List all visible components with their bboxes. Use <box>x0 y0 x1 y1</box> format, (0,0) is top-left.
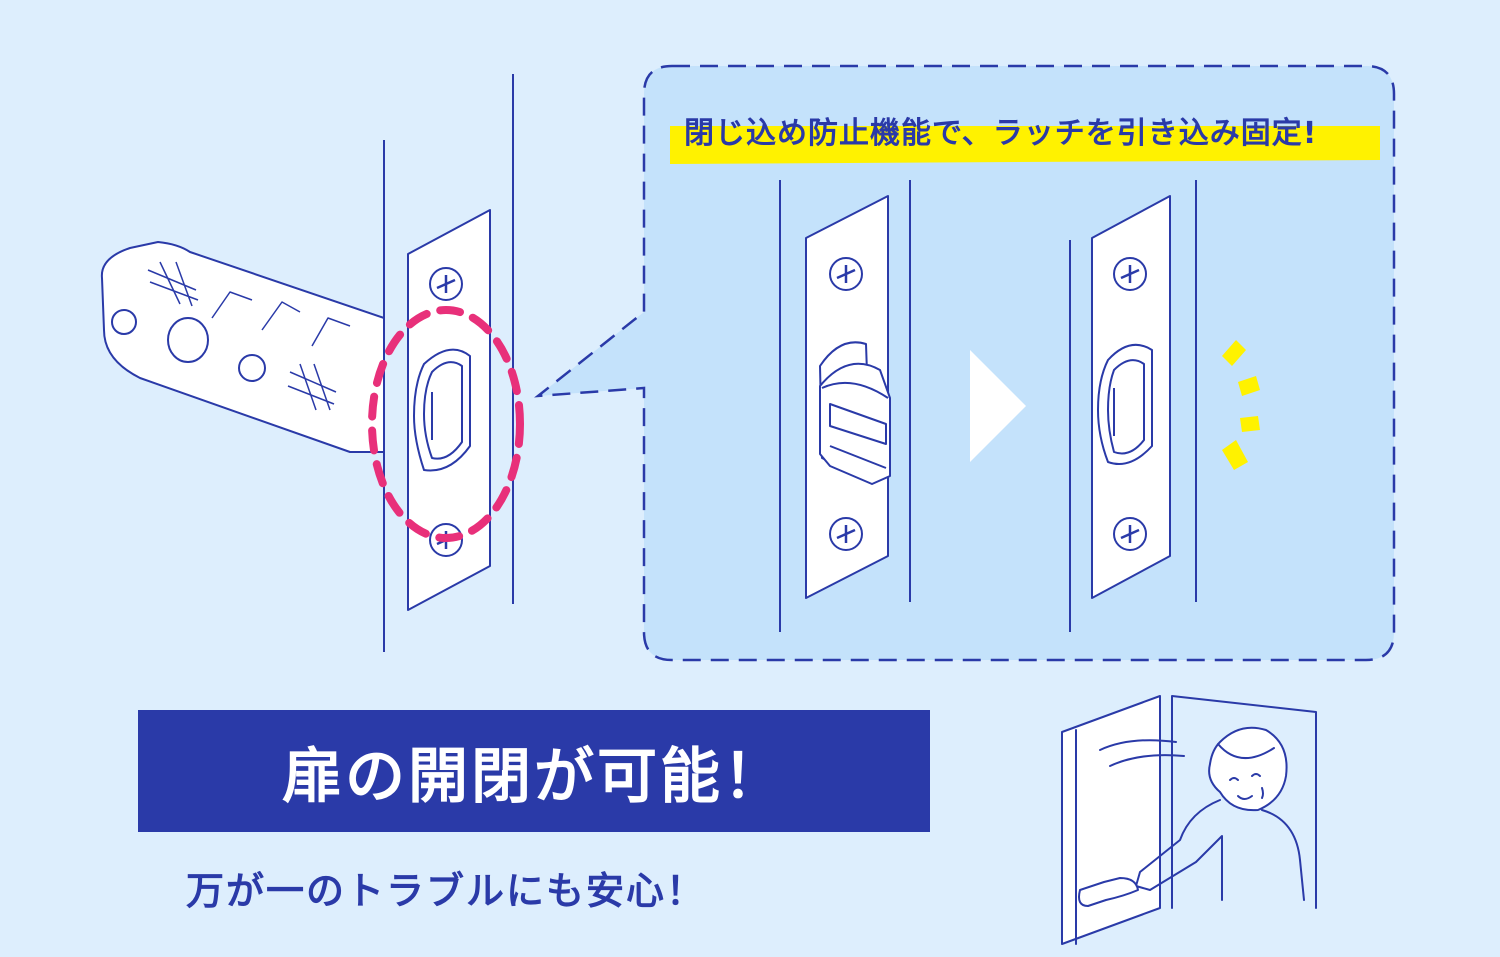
arrow-right-icon <box>970 350 1026 462</box>
subtitle-text: 万が一のトラブルにも安心！ <box>186 869 707 913</box>
callout-highlight-bar <box>670 126 1380 164</box>
person-opening-door-illustration <box>1061 695 1317 945</box>
faceplate-extended-illustration <box>779 180 911 632</box>
headline-banner: 扉の開閉が可能！ <box>138 710 930 832</box>
faceplate-retracted-illustration <box>1069 180 1197 632</box>
callout-bubble <box>534 64 1396 662</box>
latch-assembly-illustration <box>100 74 524 652</box>
latch-highlight-ellipse <box>368 306 524 542</box>
lock-click-marks <box>1222 340 1260 470</box>
headline-text: 扉の開閉が可能！ <box>282 741 786 812</box>
callout-title: 閉じ込め防止機能で、ラッチを引き込み固定! <box>684 116 1318 151</box>
